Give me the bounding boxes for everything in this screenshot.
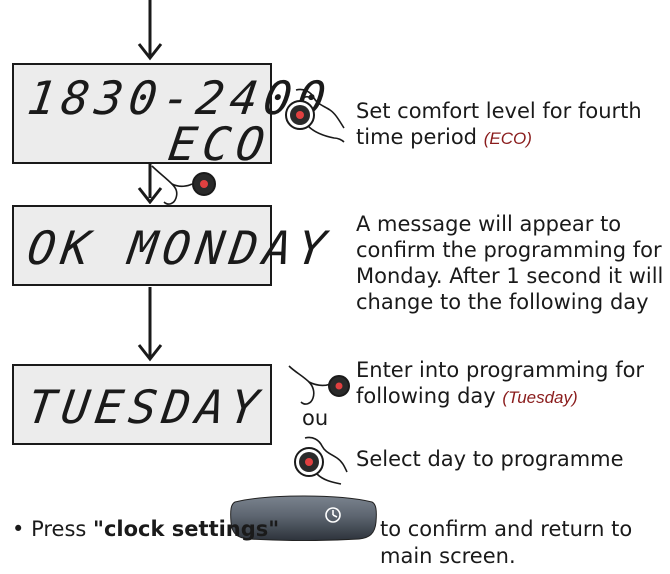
clock-icon: [325, 507, 341, 523]
lcd-display-confirmation: OK MONDAY: [12, 205, 335, 286]
footer-rest: to confirm and return to main screen.: [380, 516, 665, 570]
footer-rest-text: to confirm and return to main screen.: [380, 517, 633, 568]
step2-description-text: A message will appear to confirm the pro…: [356, 212, 664, 314]
option2-description-text: Select day to programme: [356, 447, 624, 471]
lcd-line-tuesday: TUESDAY: [24, 380, 268, 434]
lcd-display-time-period: 1830-2400 ECO: [12, 63, 335, 171]
press-text: Press: [31, 517, 87, 541]
hand-turning-knob-icon: [285, 88, 345, 143]
hand-pressing-knob-icon: [288, 365, 350, 405]
step2-description: A message will appear to confirm the pro…: [356, 211, 666, 315]
option1-description-em: (Tuesday): [502, 388, 578, 407]
hand-pressing-knob-icon: [151, 165, 216, 205]
down-arrow-icon: [137, 287, 163, 362]
option2-description: Select day to programme: [356, 446, 666, 472]
step1-description-text: Set comfort level for fourth time period: [356, 99, 642, 149]
clock-settings-label: "clock settings": [93, 517, 280, 541]
option1-description-text: Enter into programming for following day: [356, 358, 645, 408]
clock-settings-button[interactable]: [229, 492, 378, 541]
down-arrow-icon: [137, 0, 163, 61]
hand-turning-knob-icon: [294, 436, 348, 485]
down-arrow-icon: [137, 164, 163, 204]
lcd-line-ok-monday: OK MONDAY: [24, 221, 336, 275]
footer-instruction: • Press "clock settings": [12, 516, 662, 543]
lcd-display-day: TUESDAY: [12, 364, 272, 445]
step1-description: Set comfort level for fourth time period…: [356, 98, 656, 152]
option1-description: Enter into programming for following day…: [356, 357, 666, 411]
or-label: ou: [302, 406, 329, 430]
bullet: •: [12, 517, 25, 541]
step1-description-em: (ECO): [483, 129, 532, 148]
